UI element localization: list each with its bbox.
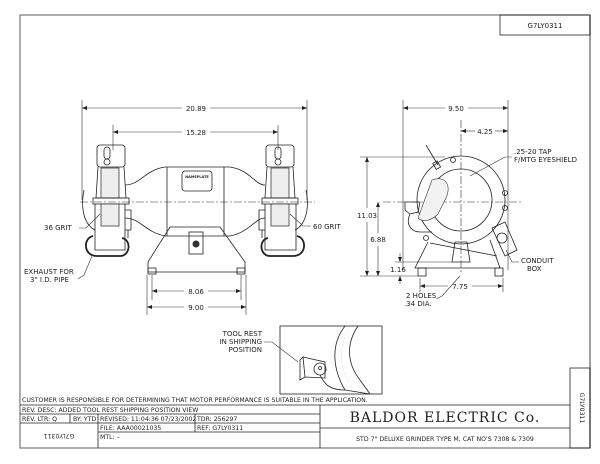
dim-base-width: 9.00 [188, 304, 204, 312]
drawing-number-box: G7LY0311 [499, 14, 591, 36]
left-wheel-grit: 36 GRIT [44, 224, 72, 232]
dim-base-holes: 8.06 [188, 288, 204, 296]
detail-view: TOOL REST IN SHIPPING POSITION [220, 325, 383, 395]
detail-label-2: IN SHIPPING [220, 338, 262, 346]
title-block: CUSTOMER IS RESPONSIBLE FOR DETERMINING … [20, 367, 591, 449]
holes-label-1: 2 HOLES [406, 292, 437, 300]
company-name: BALDOR ELECTRIC Co. [350, 410, 541, 426]
dim-center-offset: 4.25 [477, 128, 493, 136]
dim-shaft-height: 6.88 [370, 236, 386, 244]
drawing-description: STD 7" DELUXE GRINDER TYPE M, CAT NO'S 7… [356, 436, 534, 443]
exhaust-label-1: EXHAUST FOR [24, 268, 74, 276]
conduit-label-1: CONDUIT [521, 257, 554, 265]
nameplate-label: NAMEPLATE [185, 175, 209, 179]
dim-side-base-holes: 7.75 [452, 283, 468, 291]
holes-label-2: .34 DIA. [404, 300, 432, 308]
dim-overall-depth: 9.50 [448, 105, 464, 113]
right-wheel-grit: 60 GRIT [313, 223, 341, 231]
rev-by: BY: YTD [73, 416, 96, 423]
tap-label-2: F/MTG EYESHIELD [514, 156, 577, 164]
rev-desc: REV. DESC: ADDED TOOL REST SHIPPING POSI… [22, 407, 198, 414]
mirrored-drawing-number: G7LY0311 [44, 432, 75, 439]
material: MTL: – [100, 434, 120, 441]
detail-label-1: TOOL REST [222, 330, 263, 338]
ref-number: REF: G7LY0311 [197, 425, 243, 432]
exhaust-label-2: 3" I.D. PIPE [30, 276, 69, 284]
dim-overall-height: 11.03 [357, 212, 377, 220]
side-view: 9.50 4.25 [357, 100, 577, 308]
rev-ltr: REV. LTR: Q [22, 416, 57, 423]
file-number: FILE: AAA00021035 [100, 425, 161, 432]
dim-base-height: 1.16 [390, 266, 406, 274]
side-drawing-number: G7LY0311 [578, 393, 585, 424]
detail-label-3: POSITION [229, 346, 262, 354]
disclaimer: CUSTOMER IS RESPONSIBLE FOR DETERMINING … [22, 397, 368, 404]
dim-wheel-centers: 15.28 [186, 129, 206, 137]
tdr-number: TDR: 256297 [196, 416, 237, 423]
sheet-border [19, 14, 591, 449]
drawing-number: G7LY0311 [528, 22, 563, 30]
tap-label-1: .25-20 TAP [514, 148, 552, 156]
dim-overall-width: 20.89 [186, 105, 206, 113]
conduit-label-2: BOX [527, 265, 542, 273]
front-view: 20.89 15.28 NAMEPLATE [24, 100, 341, 315]
revised-date: REVISED: 11:04:36 07/23/2002 [100, 416, 196, 423]
